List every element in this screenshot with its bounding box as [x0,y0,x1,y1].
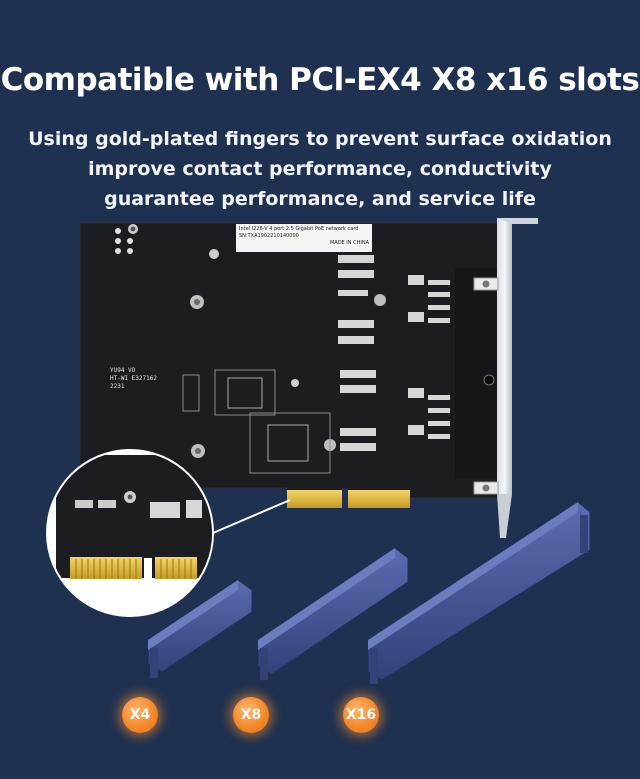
gold-finger-magnifier [46,449,214,617]
sticker-line-1: Intel I226-V 4 port 2.5 Gigabit PoE netw… [239,226,359,232]
chip-marking: YU94 VO HT-WI E327162 2231 [110,367,157,391]
pcie-slot-x4 [147,579,253,678]
pcie-slot-x8 [257,547,409,680]
badge-x16: X16 [343,697,379,733]
badge-x4: X4 [122,697,158,733]
network-card [79,218,538,538]
chip-marking-1: YU94 VO [110,367,136,374]
pcie-slot-x16 [367,501,591,684]
subtitle-line-2: improve contact performance, conductivit… [88,158,552,180]
gold-fingers [287,490,410,508]
pcb-sticker: Intel I226-V 4 port 2.5 Gigabit PoE netw… [236,224,372,252]
sticker-line-3: MADE IN CHINA [329,240,369,246]
metal-bracket [473,218,538,538]
sticker-line-2: SN:TXA1902210140000 [239,233,299,239]
chip-marking-3: 2231 [110,383,125,390]
chip-marking-2: HT-WI E327162 [110,375,157,382]
badge-x8: X8 [233,697,269,733]
subtitle-line-3: guarantee performance, and service life [104,188,536,210]
page-title: Compatible with PCl-EX4 X8 x16 slots [0,62,640,98]
subtitle-line-1: Using gold-plated fingers to prevent sur… [28,128,612,150]
